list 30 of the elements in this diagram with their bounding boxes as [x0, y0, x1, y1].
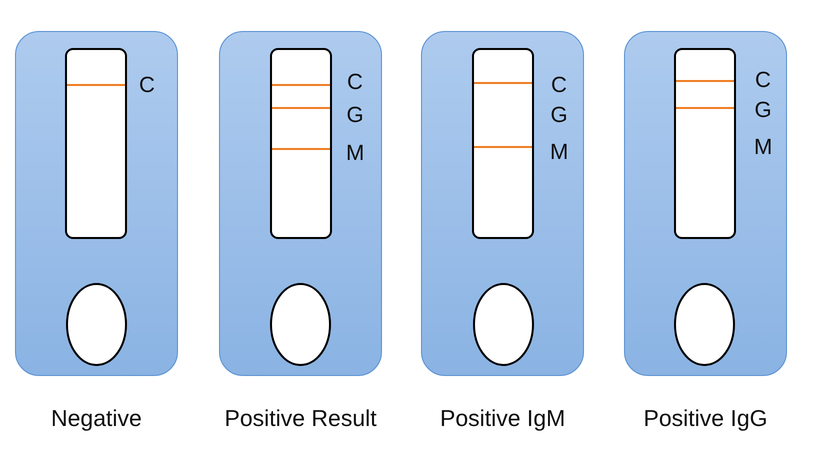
line-label: C	[139, 74, 155, 96]
line-label: M	[346, 142, 364, 164]
test-line	[676, 80, 734, 82]
line-label: G	[550, 104, 568, 126]
test-line	[272, 84, 330, 86]
test-line	[272, 107, 330, 109]
test-line	[676, 107, 734, 109]
test-line	[272, 148, 330, 150]
line-label: M	[754, 136, 772, 158]
sample-well	[66, 283, 127, 366]
result-caption: Positive Result	[224, 405, 377, 432]
test-line	[474, 146, 532, 148]
sample-well	[270, 283, 331, 366]
line-label: G	[346, 104, 364, 126]
result-window	[472, 48, 534, 239]
result-window	[270, 48, 332, 239]
line-label: C	[347, 71, 363, 93]
result-caption: Negative	[51, 405, 142, 432]
line-label: C	[755, 69, 771, 91]
line-label: M	[550, 141, 568, 163]
result-window	[674, 48, 736, 239]
line-label: G	[754, 99, 772, 121]
line-label: C	[551, 74, 567, 96]
test-line	[67, 84, 125, 86]
test-line	[474, 82, 532, 84]
result-window	[65, 48, 127, 239]
sample-well	[473, 283, 534, 366]
sample-well	[674, 283, 735, 366]
result-caption: Positive IgM	[440, 405, 566, 432]
result-caption: Positive IgG	[644, 405, 768, 432]
